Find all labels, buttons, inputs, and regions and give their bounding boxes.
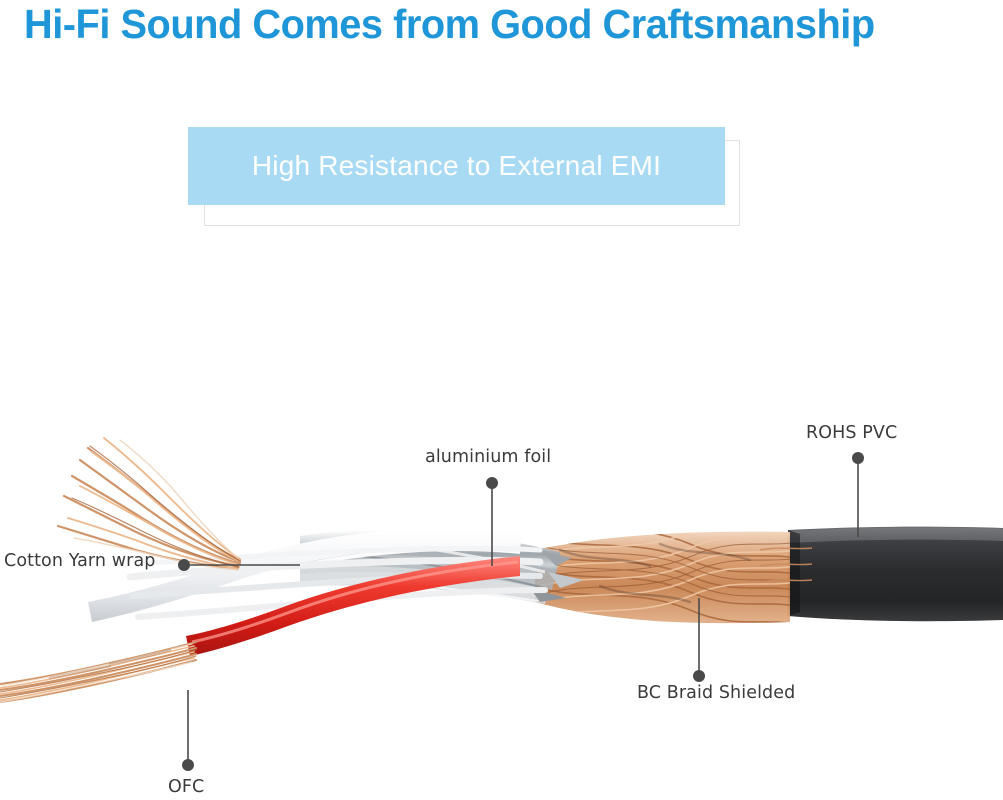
ofc-copper-strands-lower [0,641,197,703]
callout-label-rohs-pvc: ROHS PVC [806,423,898,443]
callout-label-aluminium-foil: aluminium foil [425,447,552,467]
callout-label-bc-braid-shielded: BC Braid Shielded [637,683,796,703]
banner-label: High Resistance to External EMI [251,150,662,181]
red-conductor-layer [186,556,520,656]
callout-label-ofc: OFC [168,777,205,797]
banner-bar: High Resistance to External EMI [188,127,725,205]
pvc-jacket-layer [788,526,1003,622]
braid-shield-layer [535,531,813,624]
cable-cutaway-illustration [0,250,1003,800]
callout-label-cotton-yarn-wrap: Cotton Yarn wrap [4,551,156,571]
page-title: Hi-Fi Sound Comes from Good Craftsmanshi… [24,1,875,47]
